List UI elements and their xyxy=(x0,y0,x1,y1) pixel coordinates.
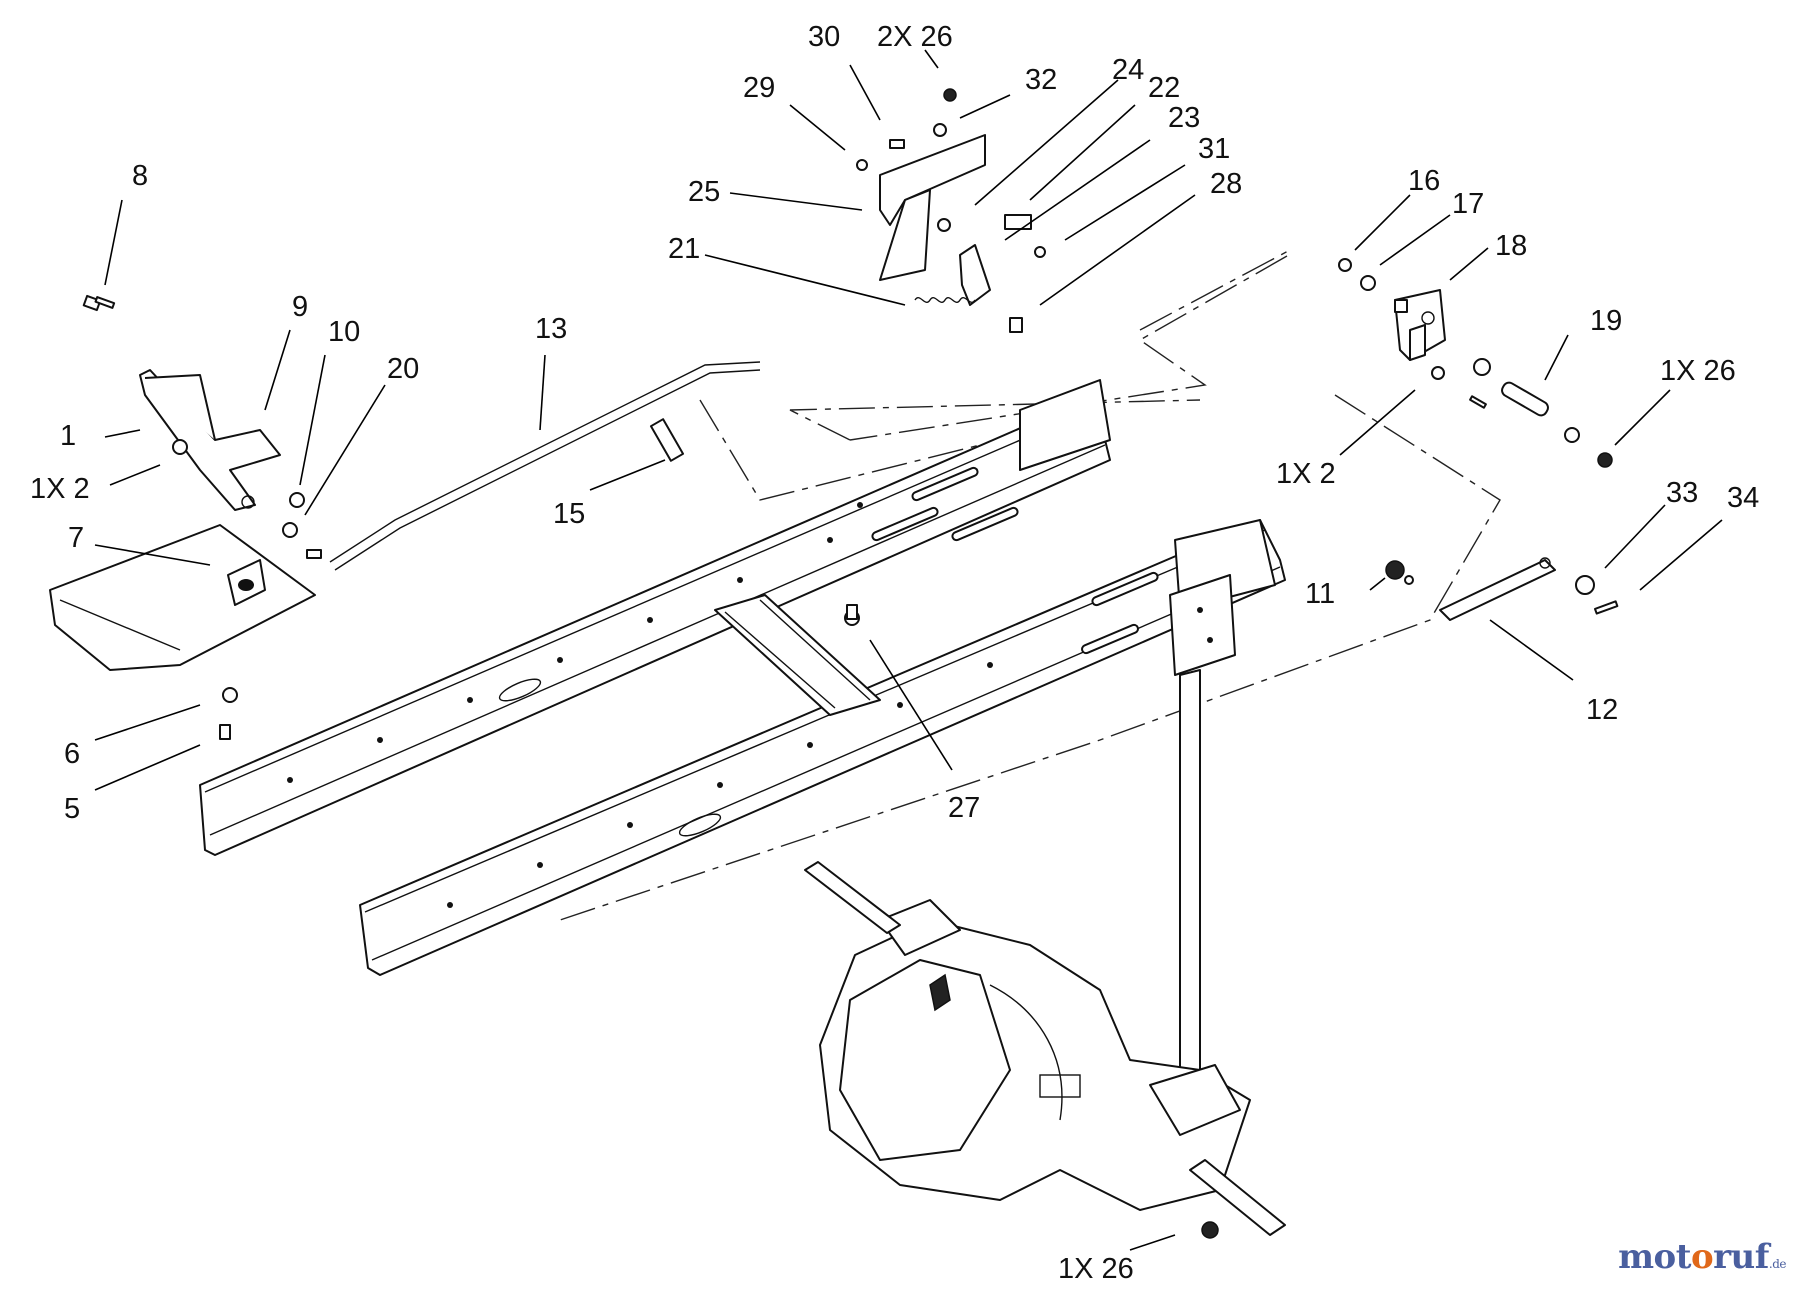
callout-32: 32 xyxy=(1025,64,1057,96)
callout-21: 21 xyxy=(668,233,700,265)
upper-bracket xyxy=(879,134,986,281)
leader-lines xyxy=(94,49,1723,1251)
callout-2b: 1X 2 xyxy=(1276,458,1336,490)
callout-28: 28 xyxy=(1210,168,1242,200)
callout-33: 33 xyxy=(1666,477,1698,509)
link-plate xyxy=(959,244,991,306)
callout-16: 16 xyxy=(1408,165,1440,197)
callout-12: 12 xyxy=(1586,694,1618,726)
link-bar xyxy=(1439,557,1556,621)
frame-rail-right xyxy=(359,519,1286,976)
frame-rail-left xyxy=(199,379,1111,856)
callout-7: 7 xyxy=(68,522,84,554)
callout-19: 19 xyxy=(1590,305,1622,337)
callout-25: 25 xyxy=(688,176,720,208)
callout-15: 15 xyxy=(553,498,585,530)
brake-pedal xyxy=(139,369,281,511)
transaxle xyxy=(804,861,1286,1236)
callout-24: 24 xyxy=(1112,54,1144,86)
callout-27: 27 xyxy=(948,792,980,824)
logo-part-o: o xyxy=(1690,1237,1714,1277)
callout-6: 6 xyxy=(64,738,80,770)
hardware-items xyxy=(82,88,1619,1239)
callout-30: 30 xyxy=(808,21,840,53)
callout-1: 1 xyxy=(60,420,76,452)
callout-22: 22 xyxy=(1148,72,1180,104)
logo-part-ruf: ruf xyxy=(1713,1237,1769,1277)
callout-17: 17 xyxy=(1452,188,1484,220)
logo-part-mot: mot xyxy=(1618,1237,1691,1277)
callout-29: 29 xyxy=(743,72,775,104)
callout-31: 31 xyxy=(1198,133,1230,165)
callout-2a: 1X 2 xyxy=(30,473,90,505)
callout-labels: 1 1X 2 5 6 7 8 9 10 20 13 15 21 25 29 30… xyxy=(30,21,1759,1285)
logo-part-de: .de xyxy=(1768,1257,1787,1271)
callout-34: 34 xyxy=(1727,482,1759,514)
seat-pan xyxy=(49,524,316,671)
cross-brace xyxy=(714,594,881,716)
callout-13: 13 xyxy=(535,313,567,345)
callout-9: 9 xyxy=(292,291,308,323)
callout-20: 20 xyxy=(387,353,419,385)
spring xyxy=(914,297,976,303)
callout-10: 10 xyxy=(328,316,360,348)
callout-18: 18 xyxy=(1495,230,1527,262)
callout-26a: 2X 26 xyxy=(877,21,953,53)
control-rod xyxy=(329,361,761,571)
callout-5: 5 xyxy=(64,793,80,825)
callout-11: 11 xyxy=(1305,578,1335,610)
vertical-bracket xyxy=(1169,574,1236,1121)
callout-23: 23 xyxy=(1168,102,1200,134)
motoruf-logo: motoruf.de xyxy=(1618,1237,1786,1277)
callout-26c: 1X 26 xyxy=(1058,1253,1134,1285)
pin-shaft xyxy=(1501,381,1549,417)
callout-26b: 1X 26 xyxy=(1660,355,1736,387)
callout-8: 8 xyxy=(132,160,148,192)
